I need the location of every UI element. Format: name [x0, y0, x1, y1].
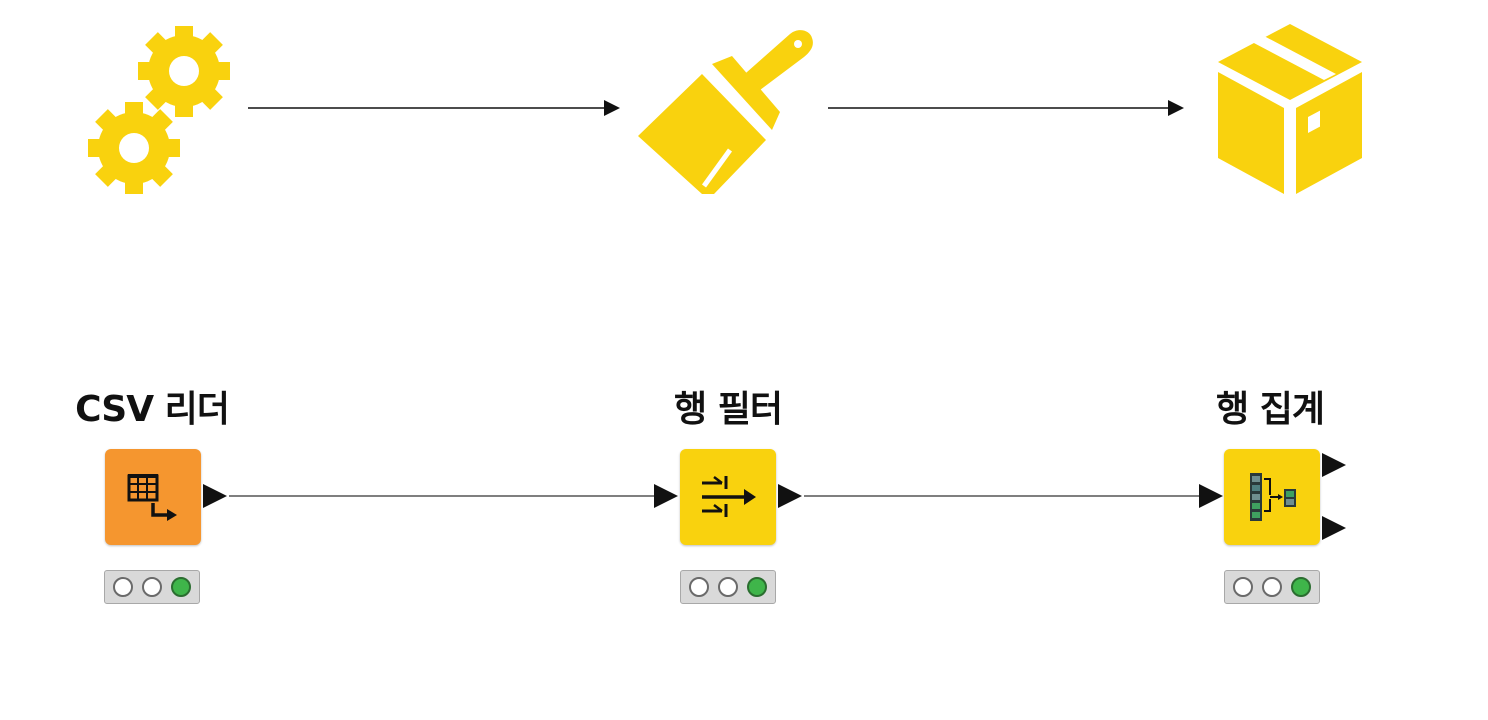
input-port[interactable]	[652, 482, 680, 510]
output-port[interactable]	[201, 482, 229, 510]
arrow-connector	[828, 98, 1188, 118]
row-aggregate-node[interactable]	[1224, 449, 1320, 545]
csv-reader-node[interactable]	[105, 449, 201, 545]
gears-icon	[86, 26, 236, 196]
input-port[interactable]	[1197, 482, 1225, 510]
status-light-off	[689, 577, 709, 597]
arrow-connector	[248, 98, 623, 118]
row-filter-node[interactable]	[680, 449, 776, 545]
connection-line	[804, 494, 1200, 498]
output-port[interactable]	[1320, 514, 1348, 542]
node-label-csv-reader: CSV 리더	[75, 389, 230, 430]
status-light-off	[113, 577, 133, 597]
node-label-row-filter: 행 필터	[674, 389, 783, 430]
output-port[interactable]	[776, 482, 804, 510]
status-light-off	[718, 577, 738, 597]
row-aggregate-icon	[1250, 473, 1296, 521]
status-light-green	[171, 577, 191, 597]
box-icon	[1212, 20, 1368, 200]
status-light-off	[1233, 577, 1253, 597]
paint-brush-icon	[630, 14, 820, 199]
row-filter-icon	[702, 476, 756, 517]
connection-line	[229, 494, 655, 498]
status-indicator	[1224, 570, 1320, 604]
status-light-green	[1291, 577, 1311, 597]
status-light-off	[142, 577, 162, 597]
node-label-row-aggregate: 행 집계	[1216, 389, 1325, 430]
csv-reader-icon	[127, 474, 177, 521]
status-indicator	[680, 570, 776, 604]
status-light-off	[1262, 577, 1282, 597]
output-port[interactable]	[1320, 451, 1348, 479]
status-light-green	[747, 577, 767, 597]
status-indicator	[104, 570, 200, 604]
